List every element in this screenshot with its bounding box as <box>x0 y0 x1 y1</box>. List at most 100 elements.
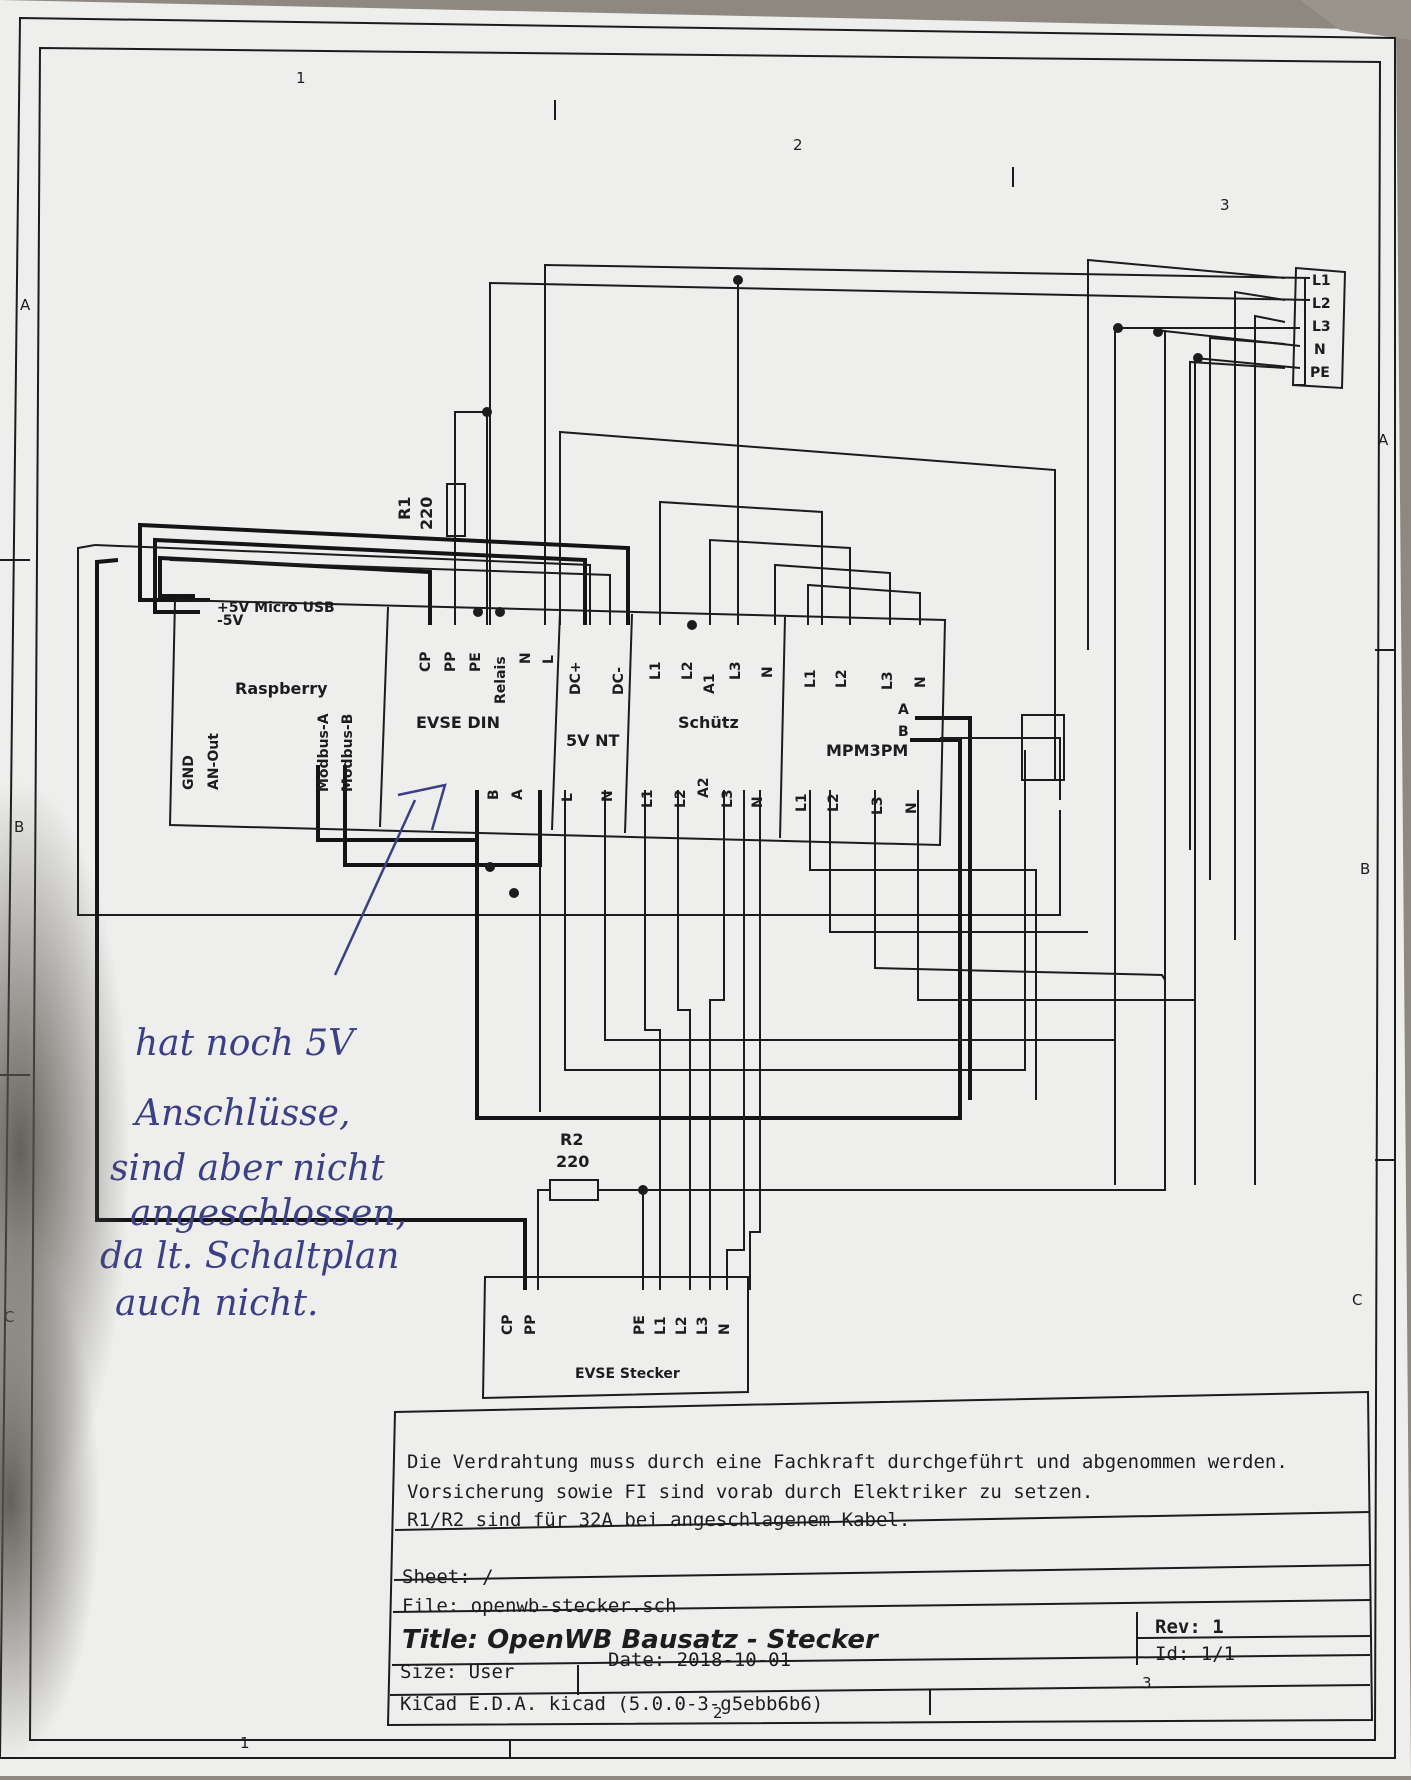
tb-size: Size: User <box>400 1661 514 1683</box>
r2-ref: R2 <box>560 1130 583 1149</box>
stecker-pin-l1: L1 <box>653 1316 669 1335</box>
mpm-pin-b: B <box>898 724 909 740</box>
evse-din-pin-l: L <box>541 655 557 664</box>
stecker-label: EVSE Stecker <box>575 1366 680 1382</box>
nt-pin-dc-plus: DC+ <box>568 661 584 695</box>
tb-id: Id: 1/1 <box>1155 1643 1235 1665</box>
schuetz-pin-l2-top: L2 <box>680 661 696 680</box>
zone-label-col-2: 2 <box>793 136 803 154</box>
note-line-6: auch nicht. <box>115 1283 318 1324</box>
stecker-pin-l3: L3 <box>695 1316 711 1335</box>
note-line-2: Anschlüsse, <box>132 1093 350 1134</box>
schuetz-pin-a1: A1 <box>702 673 718 694</box>
zone-label-bottom-1: 1 <box>240 1734 250 1752</box>
tb-date: Date: 2018-10-01 <box>608 1649 791 1671</box>
schuetz-pin-l1-bottom: L1 <box>640 789 656 808</box>
nt-pin-n: N <box>600 790 616 802</box>
wires <box>77 258 1311 1290</box>
zone-label-row-a-right: A <box>1378 431 1389 449</box>
raspberry-pin-5v: +5V Micro USB <box>217 600 335 616</box>
mpm-pin-l2-top: L2 <box>834 669 850 688</box>
nt-5v-block: DC+ DC- 5V NT L N <box>560 661 627 802</box>
mains-pin-n: N <box>1314 342 1326 358</box>
raspberry-pin-modbus-b: Modbus-B <box>340 714 356 792</box>
evse-din-label: EVSE DIN <box>416 713 500 732</box>
main-component-strip <box>168 598 947 847</box>
stecker-pin-pp: PP <box>523 1314 539 1335</box>
zone-label-col-1: 1 <box>296 69 306 87</box>
note-resistors: R1/R2 sind für 32A bei angeschlagenem Ka… <box>407 1509 910 1531</box>
schuetz-pin-l3-bottom: L3 <box>720 789 736 808</box>
background-corner <box>1300 0 1411 40</box>
stecker-pin-l2: L2 <box>674 1316 690 1335</box>
schuetz-pin-l2-bottom: L2 <box>673 789 689 808</box>
zone-label-bottom-2: 2 <box>713 1704 723 1722</box>
raspberry-pin-gnd: GND <box>181 755 197 790</box>
evse-din-pin-relais: Relais <box>493 656 509 704</box>
handwritten-annotation: hat noch 5V Anschlüsse, sind aber nicht … <box>100 783 447 1324</box>
tb-file: File: openwb-stecker.sch <box>402 1595 677 1617</box>
stecker-pin-n: N <box>717 1323 733 1335</box>
zone-label-row-c-right: C <box>1352 1291 1362 1309</box>
note-fuse: Vorsicherung sowie FI sind vorab durch E… <box>407 1481 1093 1503</box>
mpm-pin-l3-bottom: L3 <box>870 796 886 815</box>
note-wiring: Die Verdrahtung muss durch eine Fachkraf… <box>407 1451 1288 1473</box>
note-line-5: da lt. Schaltplan <box>100 1236 399 1277</box>
schuetz-label: Schütz <box>678 713 739 732</box>
mpm-pin-n-bottom: N <box>904 802 920 814</box>
evse-din-pin-b: B <box>486 789 502 800</box>
zone-label-row-b-right: B <box>1360 860 1370 878</box>
raspberry-label: Raspberry <box>235 679 328 698</box>
evse-din-pin-pp: PP <box>443 651 459 672</box>
title-block: Die Verdrahtung muss durch eine Fachkraf… <box>386 1390 1374 1727</box>
tb-rev: Rev: 1 <box>1155 1616 1224 1638</box>
mpm3pm-block: L1 L2 L3 N A B MPM3PM L1 L2 L3 N <box>794 669 929 815</box>
raspberry-pin-minus5v: -5V <box>217 613 244 629</box>
raspberry-pin-an-out: AN-Out <box>206 733 222 790</box>
mpm-pin-l3-top: L3 <box>880 671 896 690</box>
schuetz-pin-n-bottom: N <box>750 796 766 808</box>
stecker-pin-pe: PE <box>632 1315 648 1335</box>
tb-kicad: KiCad E.D.A. kicad (5.0.0-3-g5ebb6b6) <box>400 1693 823 1715</box>
r1-value: 220 <box>417 497 436 530</box>
mains-pin-l2: L2 <box>1312 296 1331 312</box>
evse-din-pin-n: N <box>518 652 534 664</box>
raspberry-block: +5V Micro USB -5V Raspberry GND AN-Out M… <box>181 600 356 792</box>
raspberry-pin-modbus-a: Modbus-A <box>316 713 332 792</box>
nt-label: 5V NT <box>566 731 619 750</box>
evse-din-pin-cp: CP <box>418 651 434 672</box>
finger-shadow-lower <box>0 1240 100 1760</box>
schuetz-pin-l3-top: L3 <box>728 661 744 680</box>
mains-terminal: L1 L2 L3 N PE <box>1291 266 1347 390</box>
mains-pin-pe: PE <box>1310 365 1330 381</box>
evse-din-pin-pe: PE <box>468 652 484 672</box>
zone-label-col-3: 3 <box>1220 196 1230 214</box>
aux-terminal-box <box>1021 714 1065 781</box>
note-line-1: hat noch 5V <box>135 1023 358 1064</box>
mains-pin-l3: L3 <box>1312 319 1331 335</box>
r1-ref: R1 <box>395 497 414 520</box>
schuetz-block: L1 L2 A1 L3 N Schütz L1 L2 A2 L3 N <box>640 661 776 808</box>
mpm-pin-l2-bottom: L2 <box>826 793 842 812</box>
schuetz-pin-n-top: N <box>760 666 776 678</box>
mpm-pin-l1-top: L1 <box>803 669 819 688</box>
evse-stecker-block: CP PP PE L1 L2 L3 N EVSE Stecker <box>481 1276 749 1400</box>
tb-title: Title: OpenWB Bausatz - Stecker <box>402 1625 880 1655</box>
pen-arrow-shaft <box>333 799 417 976</box>
pen-arrow-head <box>397 783 447 831</box>
schuetz-pin-l1-top: L1 <box>648 661 664 680</box>
r1-body <box>446 483 466 537</box>
note-line-4: angeschlossen, <box>130 1193 407 1234</box>
tb-sheet: Sheet: / <box>402 1566 494 1588</box>
zone-label-row-a: A <box>20 296 31 314</box>
mpm-pin-n-top: N <box>913 676 929 688</box>
nt-pin-dc-minus: DC- <box>611 667 627 695</box>
mpm-pin-a: A <box>898 702 909 718</box>
mpm-label: MPM3PM <box>826 741 908 760</box>
schuetz-pin-a2: A2 <box>696 777 712 798</box>
stecker-pin-cp: CP <box>500 1314 516 1335</box>
mpm-pin-l1-bottom: L1 <box>794 793 810 812</box>
